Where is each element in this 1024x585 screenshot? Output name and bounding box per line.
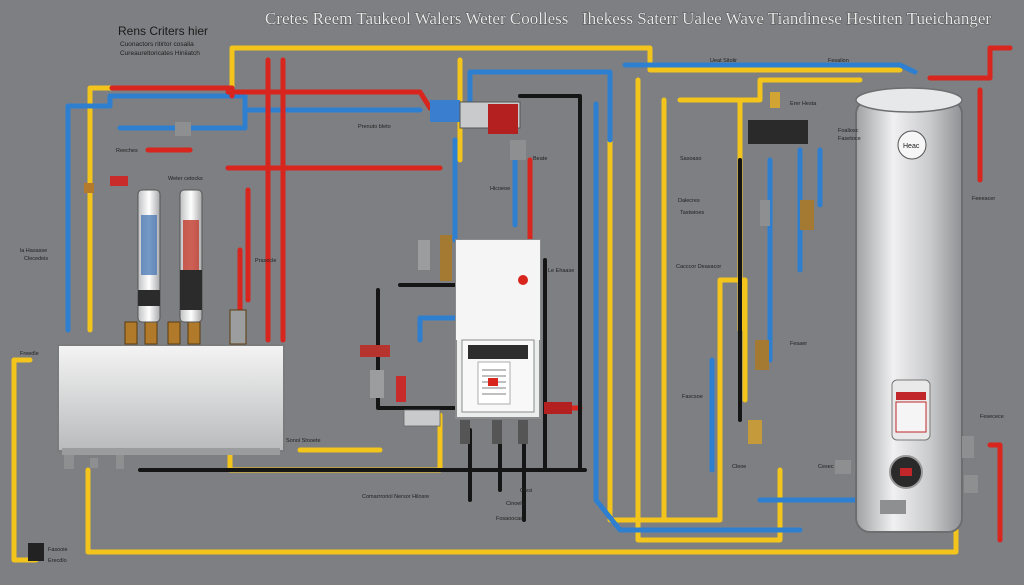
beate-label: Beate xyxy=(533,156,547,162)
heater-display xyxy=(468,345,528,359)
tank-top-label-2: Fesalion xyxy=(828,58,849,64)
tank-brand-logo: Heac xyxy=(903,143,920,150)
mid-right-label-3: Tastwioes xyxy=(680,210,704,216)
black-pipe-network xyxy=(138,94,742,522)
mid-right-label-2: Dalecres xyxy=(678,198,700,204)
storage-tank xyxy=(855,87,978,533)
tank-side-label-1: Foaliosc xyxy=(838,128,859,134)
mid-bottom-label-2: Comarrroriol Nersor Hilosre xyxy=(362,494,429,500)
bottom-left-label-3: Erecdlo xyxy=(48,558,67,564)
valve-cluster-left xyxy=(28,122,191,561)
bottom-left-label-1: Freedle xyxy=(20,351,39,357)
heater-top-controls xyxy=(430,100,526,160)
mid-right-label-5: Fesaer xyxy=(790,341,807,347)
valve-cluster-center xyxy=(360,235,572,444)
left-hasasse-label: la Hasasse xyxy=(20,248,47,254)
mid-right-label-6: Fascsoe xyxy=(682,394,703,400)
mid-right-label-7: Cleoe xyxy=(732,464,746,470)
heater-indicator-light xyxy=(518,275,528,285)
mid-right-label-4: Cacccor Deasacor xyxy=(676,264,721,270)
tank-top-label-1: Ueat Sitolir xyxy=(710,58,737,64)
mid-bottom-label-1: Sonol Stooete xyxy=(286,438,321,444)
top-left-sub-1: Cuonactors ritirtor cosalia xyxy=(120,41,194,48)
le-ehaase-label: Le Ehaase xyxy=(548,268,574,274)
diagram-title-secondary: Ihekess Saterr Ualee Wave Tiandinese Hes… xyxy=(582,9,991,28)
tank-side-label-2: Fasetoce xyxy=(838,136,861,142)
filter-cartridge-right xyxy=(179,189,203,323)
top-left-heading: Rens Criters hier xyxy=(118,24,208,38)
tank-top-label-3: Erer Hesta xyxy=(790,101,817,107)
hicoeoe-label: Hicoeoe xyxy=(490,186,510,192)
left-hasasse-sub: Clecedeis xyxy=(24,256,48,262)
yellow-pipe-network xyxy=(11,45,959,563)
reeches-label: Reeches xyxy=(116,148,138,154)
tank-right-label: Feeeacer xyxy=(972,196,995,202)
controller-box xyxy=(748,92,851,474)
red-pipe-network xyxy=(109,45,1013,543)
top-left-sub-2: Cureaureltoricates Hiniiatch xyxy=(120,50,200,57)
mid-right-label-8: Cesec xyxy=(818,464,834,470)
tank-right-label-2: Fesecece xyxy=(980,414,1004,420)
weter-label: Weter cetocks xyxy=(168,176,203,182)
prasocle-label: Prasocle xyxy=(255,258,276,264)
tankless-heater xyxy=(455,239,541,419)
mid-right-label-1: Sasoaso xyxy=(680,156,701,162)
mid-bottom-label-4: Cinoeld xyxy=(506,501,525,507)
bottom-left-label-2: Fasooie xyxy=(48,547,68,553)
heater-side-label: Fosaoocas xyxy=(496,516,523,522)
storage-box xyxy=(57,344,285,455)
filter-cartridge-left xyxy=(137,189,161,323)
blue-pipe-network xyxy=(65,62,918,533)
diagram-title-main: Cretes Reem Taukeol Walers Weter Coolles… xyxy=(265,9,568,28)
mid-bottom-label-3: Clesi xyxy=(520,488,532,494)
pressure-label: Prenuto bleto xyxy=(358,124,391,130)
